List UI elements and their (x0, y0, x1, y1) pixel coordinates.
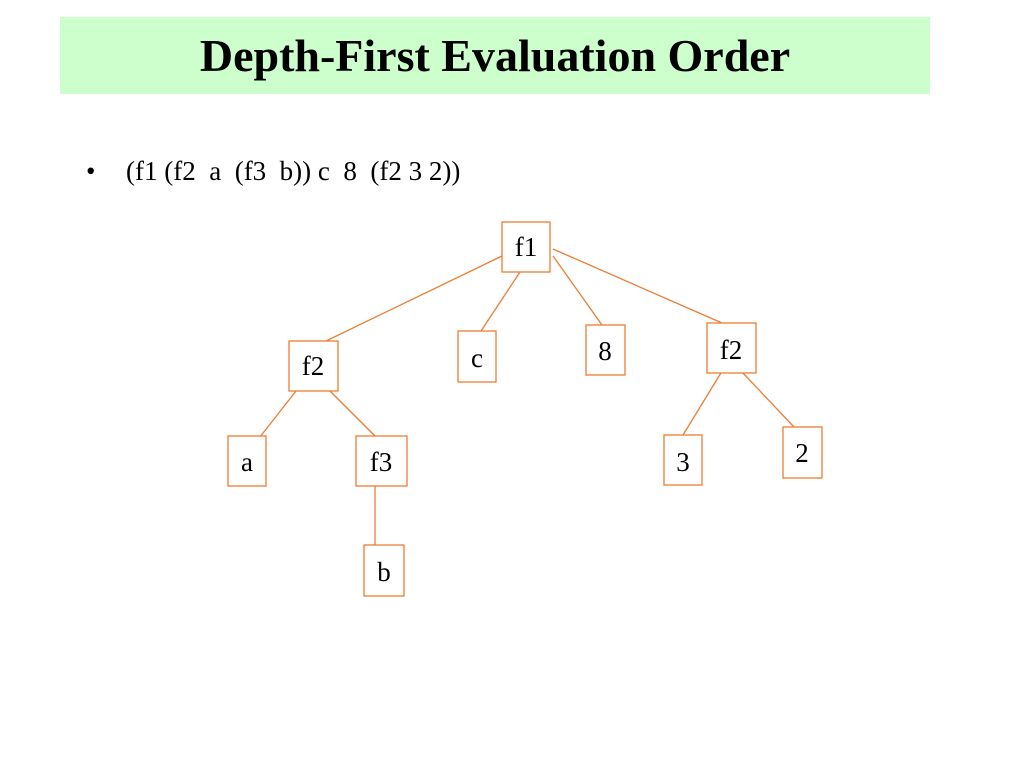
edge-f2-left-f3 (324, 385, 376, 437)
edge-f1-8 (552, 255, 603, 326)
slide-title: Depth-First Evaluation Order (199, 29, 791, 81)
tree-node-8: 8 (585, 324, 626, 376)
tree-node-f2-right: f2 (706, 322, 757, 374)
expression-text: (f1 (f2 a (f3 b)) c 8 (f2 3 2)) (126, 156, 461, 186)
edge-f2-left-a (255, 385, 301, 443)
node-label-f3: f3 (370, 447, 393, 477)
tree-node-a: a (227, 435, 267, 487)
node-label-c: c (471, 343, 483, 373)
node-label-2: 2 (795, 438, 809, 468)
node-label-3: 3 (676, 447, 690, 477)
tree-node-b: b (363, 544, 405, 597)
edge-f2-right-2 (741, 371, 795, 428)
tree-node-f2-left: f2 (288, 340, 339, 392)
tree-node-2: 2 (782, 426, 823, 479)
tree-edges (255, 248, 795, 545)
bullet-point: • (86, 156, 96, 186)
tree-node-f3: f3 (355, 435, 408, 487)
edge-f1-c (480, 271, 521, 332)
node-label-8: 8 (598, 336, 612, 366)
edge-f1-f2-left (325, 255, 503, 342)
edge-f2-right-3 (682, 367, 725, 436)
title-bar: Depth-First Evaluation Order (60, 17, 930, 94)
bullet-item: • (f1 (f2 a (f3 b)) c 8 (f2 3 2)) (86, 158, 460, 185)
node-label-f2-left: f2 (302, 351, 325, 381)
tree-node-root-f1: f1 (501, 221, 551, 273)
node-label-b: b (377, 557, 391, 587)
node-label-f2-right: f2 (720, 335, 743, 365)
node-label-a: a (241, 447, 253, 477)
tree-node-3: 3 (663, 434, 703, 486)
node-label-root-f1: f1 (515, 232, 538, 262)
edge-f1-f2-right (552, 248, 723, 324)
tree-node-c: c (457, 330, 497, 383)
